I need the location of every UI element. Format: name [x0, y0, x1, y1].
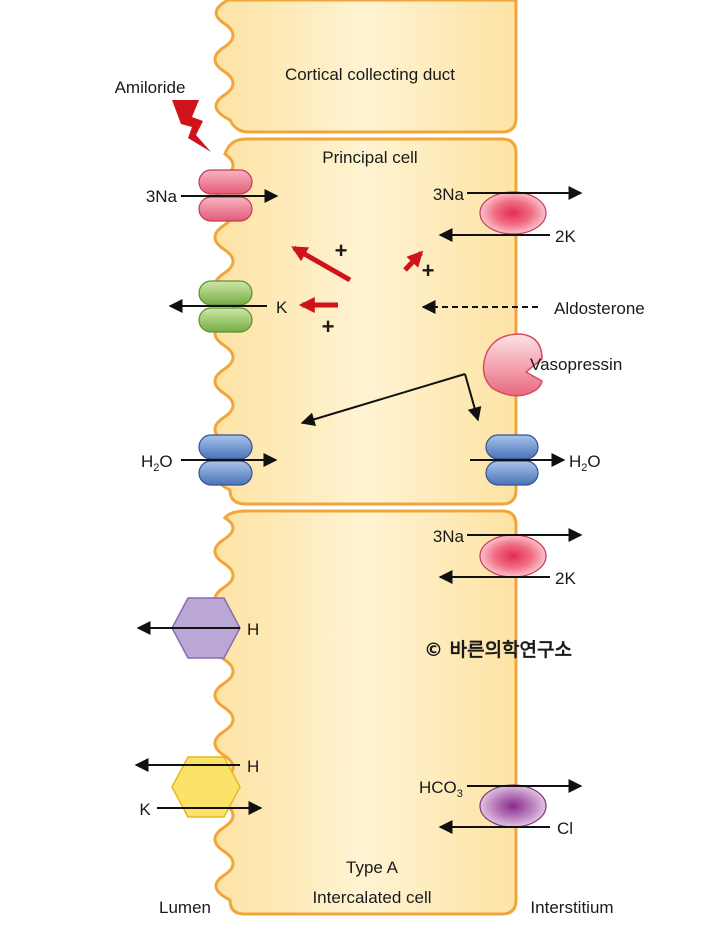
aquaporin-luminal [198, 434, 253, 486]
vasopressin-label: Vasopressin [530, 355, 622, 374]
plus-sign-enac: + [335, 238, 348, 263]
vasopressin-receptor-icon [482, 333, 543, 397]
pump-k-label-principal: 2K [555, 227, 576, 246]
aldosterone-label: Aldosterone [554, 299, 645, 318]
enac-channel [198, 169, 253, 222]
h-atpase-h-label: H [247, 620, 259, 639]
vasopressin-signal-arrow [300, 373, 466, 427]
enac-na-label: 3Na [146, 187, 178, 206]
hco3-label: HCO3 [419, 778, 463, 800]
stimulus-arrow-enac [291, 245, 352, 283]
intercalated-cell-label-line1: Type A [346, 858, 399, 877]
hk-atpase-icon [171, 756, 241, 818]
pump-na-label-principal: 3Na [433, 185, 465, 204]
pump-na-label-intercalated: 3Na [433, 527, 465, 546]
pump-k-label-intercalated: 2K [555, 569, 576, 588]
aqp-basolateral-water-label: H2O [569, 452, 601, 474]
plus-sign-pump: + [422, 258, 435, 283]
aquaporin-basolateral [485, 434, 539, 486]
hk-h-label: H [247, 757, 259, 776]
amiloride-label: Amiloride [115, 78, 186, 97]
lumen-label: Lumen [159, 898, 211, 917]
na-k-atpase-intercalated [479, 534, 547, 578]
romk-channel [198, 280, 253, 333]
interstitium-label: Interstitium [530, 898, 613, 917]
lightning-bolt-icon [172, 100, 211, 152]
cl-label: Cl [557, 819, 573, 838]
vasopressin-signal-arrow-basolateral [464, 373, 482, 422]
cortical-duct-cell [213, 0, 518, 134]
stimulus-arrow-pump [403, 250, 424, 272]
intercalated-cell-label-line2: Intercalated cell [312, 888, 431, 907]
watermark-text: © 바른의학연구소 [424, 639, 572, 661]
aqp-luminal-water-label: H2O [141, 452, 173, 474]
romk-k-label: K [276, 298, 288, 317]
duct-title: Cortical collecting duct [285, 65, 455, 84]
anion-exchanger [479, 784, 547, 828]
hk-k-label: K [139, 800, 151, 819]
na-k-atpase-principal [479, 191, 547, 235]
intercalated-cell [213, 509, 518, 916]
plus-sign-romk: + [322, 314, 335, 339]
principal-cell-label: Principal cell [322, 148, 417, 167]
